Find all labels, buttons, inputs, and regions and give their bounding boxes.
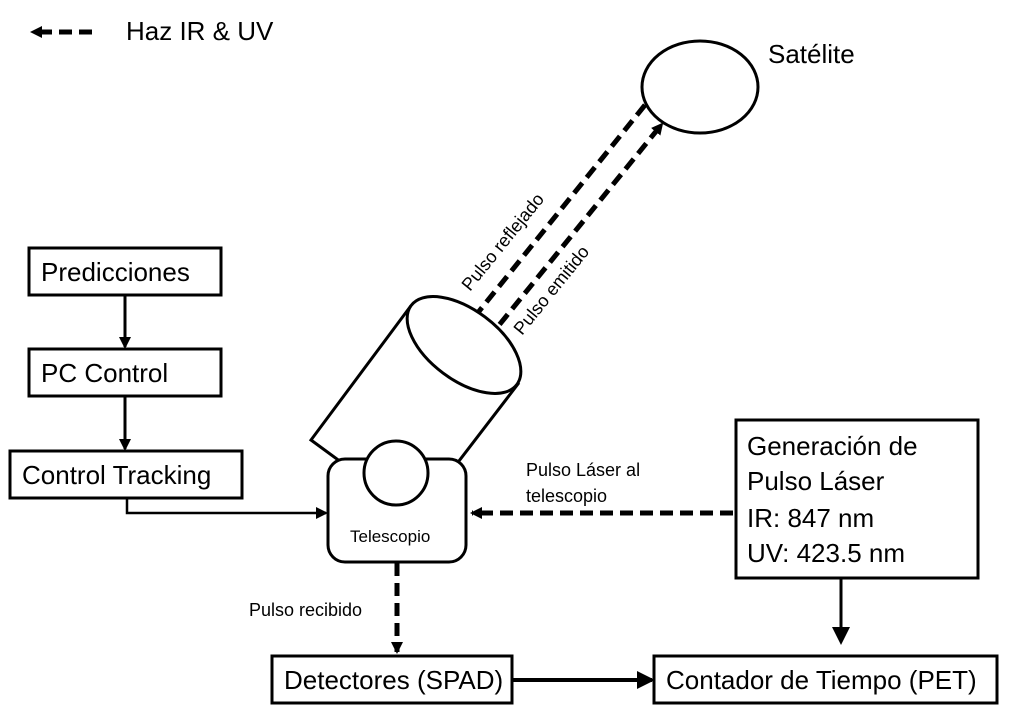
- telescope: Telescopio: [326, 439, 468, 564]
- reflected-pulse-arrow: [470, 103, 647, 322]
- generation-line-3: IR: 847 nm: [747, 503, 874, 533]
- legend: Haz IR & UV: [30, 16, 274, 46]
- laser-pulse-label-line-1: Pulso Láser al: [526, 460, 640, 480]
- emitted-pulse-arrow: [485, 122, 664, 342]
- generation-line-2: Pulso Láser: [747, 466, 885, 496]
- detectores-label: Detectores (SPAD): [284, 665, 503, 695]
- arrow-tracking-to-telescope: [125, 498, 328, 519]
- telescope-mount: [362, 439, 430, 507]
- satellite: Satélite: [640, 39, 855, 135]
- generation-line-1: Generación de: [747, 431, 918, 461]
- predicciones-box: Predicciones: [27, 246, 223, 297]
- detectores-box: Detectores (SPAD): [270, 654, 514, 705]
- laser-pulse-label-line-2: telescopio: [526, 486, 607, 506]
- satellite-circle: [640, 39, 760, 135]
- satellite-label: Satélite: [768, 39, 855, 69]
- control-tracking-box: Control Tracking: [8, 449, 244, 500]
- predicciones-label: Predicciones: [41, 257, 190, 287]
- laser-generation-box: Generación de Pulso Láser IR: 847 nm UV:…: [734, 418, 980, 580]
- pc-control-label: PC Control: [41, 358, 168, 388]
- emitted-pulse-label: Pulso emitido: [510, 242, 594, 339]
- control-tracking-label: Control Tracking: [22, 460, 211, 490]
- contador-label: Contador de Tiempo (PET): [666, 665, 977, 695]
- telescope-label: Telescopio: [350, 527, 430, 546]
- contador-box: Contador de Tiempo (PET): [652, 654, 999, 705]
- generation-line-4: UV: 423.5 nm: [747, 538, 905, 568]
- legend-label: Haz IR & UV: [126, 16, 274, 46]
- pc-control-box: PC Control: [27, 347, 223, 398]
- telescope-aperture: [405, 295, 523, 395]
- received-pulse-label: Pulso recibido: [249, 600, 362, 620]
